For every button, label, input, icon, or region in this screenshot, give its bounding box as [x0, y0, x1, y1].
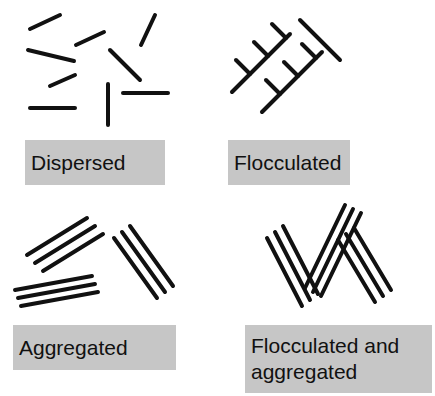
particle: [236, 60, 250, 74]
particle: [266, 80, 280, 94]
label-box: Dispersed: [25, 140, 165, 185]
particle: [106, 84, 110, 125]
particle: [283, 226, 318, 294]
particle: [305, 205, 345, 288]
particle: [76, 32, 104, 45]
label-box: Flocculated: [228, 140, 350, 185]
particle: [30, 106, 75, 110]
particle: [141, 15, 155, 45]
particle: [21, 292, 98, 306]
particle: [302, 44, 316, 58]
particle: [50, 75, 75, 86]
particle: [300, 20, 340, 60]
particle: [354, 228, 391, 290]
label-box: Flocculated and aggregated: [245, 325, 432, 393]
particle: [28, 50, 74, 61]
particle: [114, 238, 157, 298]
label-text: Flocculated and aggregated: [251, 333, 426, 384]
particle: [130, 226, 173, 286]
label-box: Aggregated: [13, 325, 176, 370]
label-text: Flocculated: [234, 150, 341, 176]
particle: [284, 62, 298, 76]
particle: [122, 232, 165, 292]
particle: [313, 209, 353, 292]
particle: [321, 213, 361, 296]
particle: [30, 15, 60, 29]
particle: [262, 52, 322, 112]
particle: [110, 50, 140, 80]
label-text: Dispersed: [31, 150, 126, 176]
particle: [232, 34, 290, 92]
particle: [43, 234, 103, 271]
particle: [123, 91, 168, 95]
particle: [254, 42, 268, 56]
label-text: Aggregated: [19, 335, 128, 361]
particle: [272, 24, 286, 38]
